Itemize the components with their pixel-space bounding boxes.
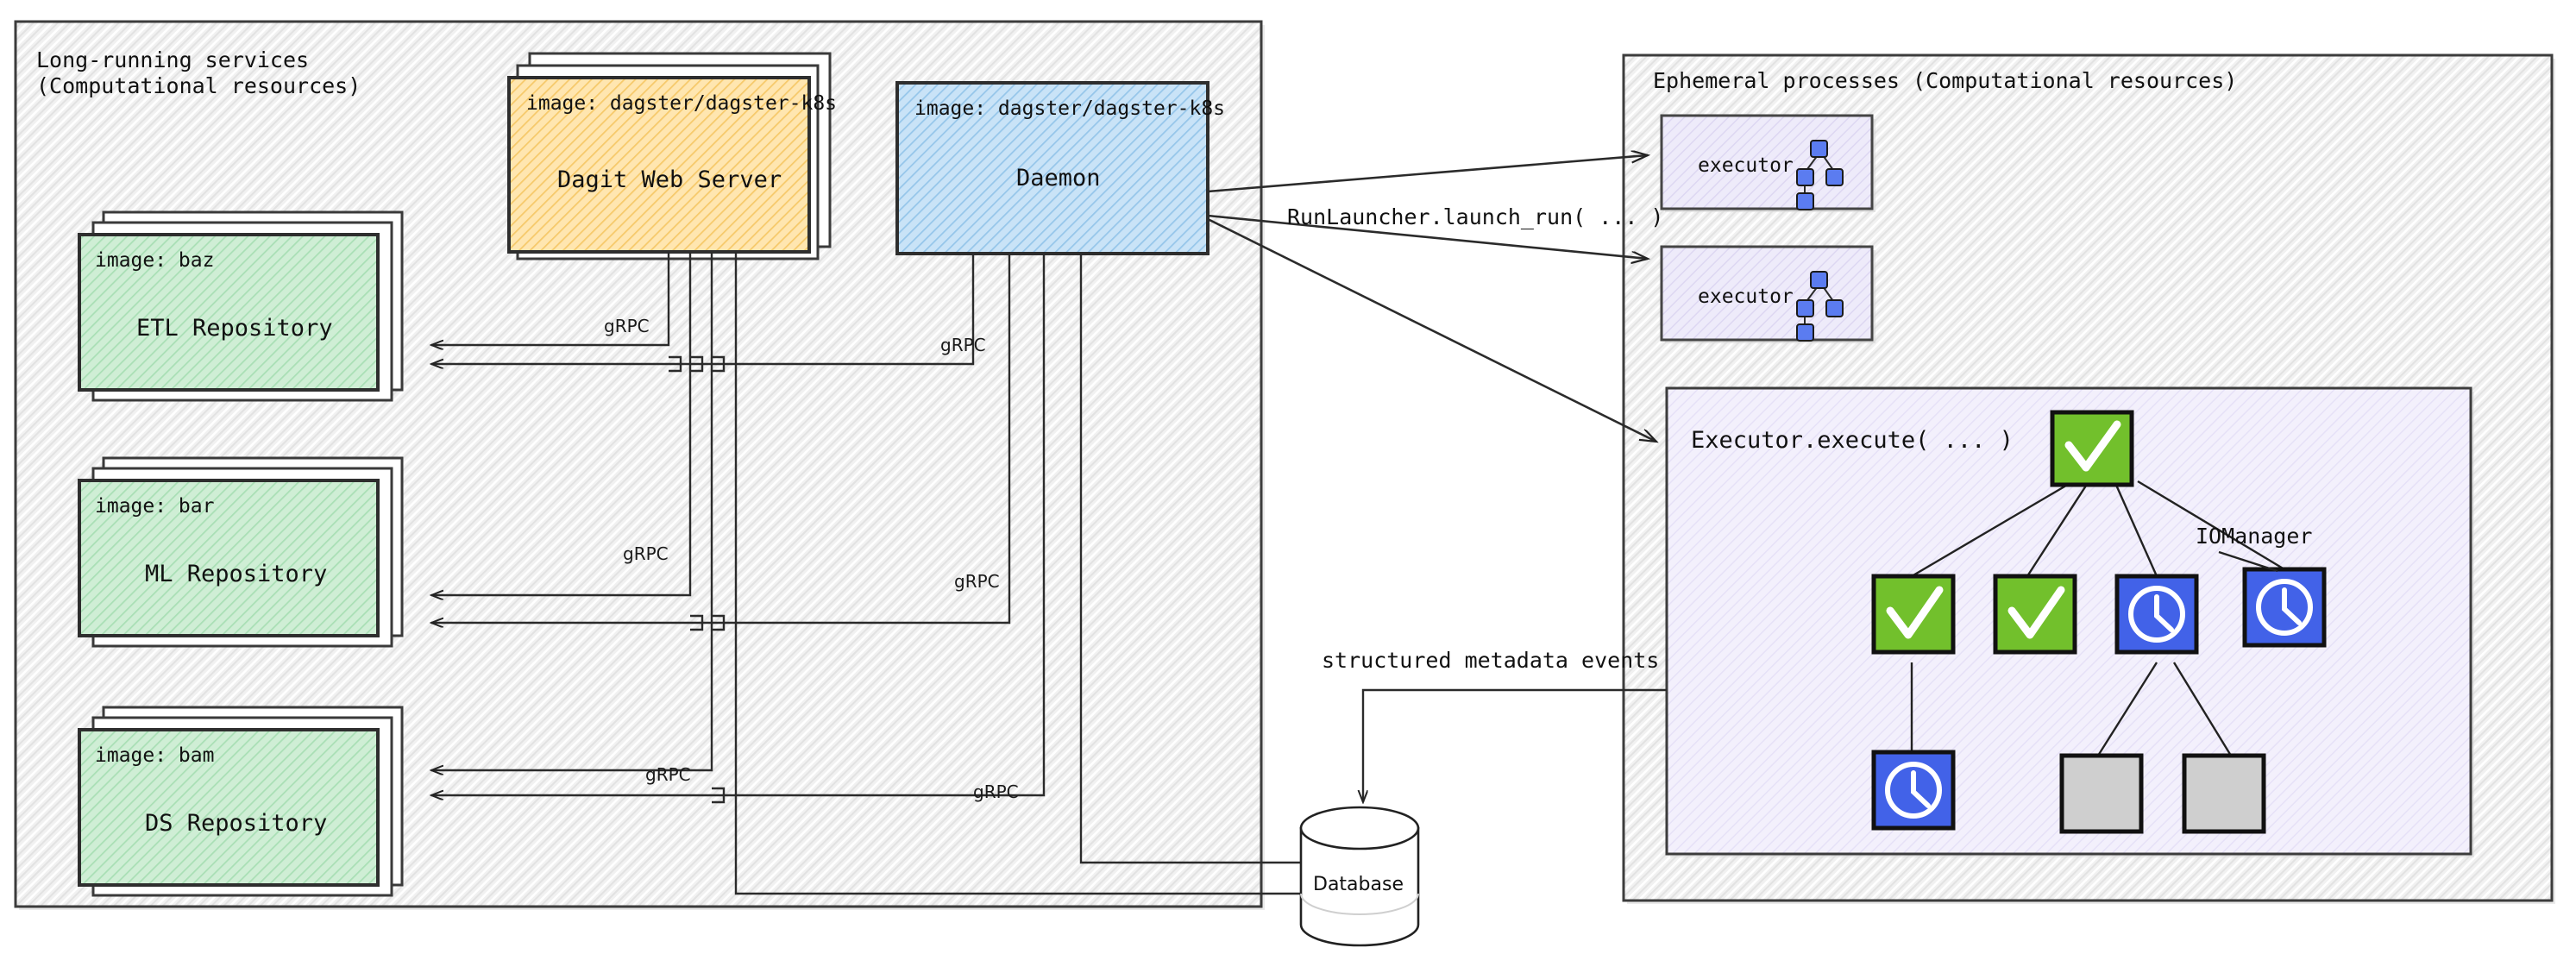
executor-box-1[interactable] (1660, 114, 1875, 212)
grpc-label-4: gRPC (954, 571, 1000, 592)
run-launcher-edge-label: RunLauncher.launch_run( ... ) (1287, 204, 1664, 229)
executor-box-2[interactable] (1660, 245, 1875, 343)
check-icon (1886, 586, 1944, 639)
run-launcher-edges (1207, 155, 1656, 442)
database-label: Database (1313, 874, 1404, 895)
dag-node-c[interactable] (2114, 574, 2199, 655)
panel-ephemeral-label: Ephemeral processes (Computational resou… (1653, 68, 2238, 93)
grpc-label-3: gRPC (623, 543, 669, 564)
service-to-database-edges (734, 252, 1320, 894)
executor-execute-label: Executor.execute( ... ) (1691, 427, 2014, 454)
ml-image-label: image: bar (95, 495, 215, 518)
executor-2-label: executor (1698, 286, 1794, 308)
check-icon (2007, 586, 2065, 639)
executor-1-label: executor (1698, 154, 1794, 177)
metadata-events-edge (1363, 688, 1667, 802)
dag-node-f[interactable] (2059, 753, 2144, 834)
node-graph-icon (1796, 140, 1844, 210)
grpc-connectors (431, 252, 1046, 804)
dag-node-g[interactable] (2182, 753, 2266, 834)
repository-etl[interactable] (78, 210, 404, 402)
service-daemon[interactable] (895, 81, 1209, 255)
dag-node-root[interactable] (2050, 410, 2134, 487)
panel-long-running-label-line2: (Computational resources) (36, 73, 361, 98)
dag-node-d[interactable] (2242, 567, 2327, 648)
repository-ml[interactable] (78, 456, 404, 648)
dag-node-a[interactable] (1871, 574, 1956, 655)
ds-image-label: image: bam (95, 744, 215, 767)
daemon-image-label: image: dagster/dagster-k8s (914, 97, 1226, 120)
etl-title: ETL Repository (136, 315, 333, 342)
metadata-events-edge-label: structured metadata events (1322, 648, 1660, 673)
grpc-label-5: gRPC (645, 764, 691, 785)
database-cylinder[interactable] (1299, 806, 1420, 947)
grpc-label-1: gRPC (604, 316, 650, 336)
dag-edges (1910, 480, 2285, 756)
iomanager-label: IOManager (2196, 524, 2313, 549)
grpc-label-6: gRPC (973, 781, 1019, 802)
ml-title: ML Repository (145, 561, 328, 587)
dagit-image-label: image: dagster/dagster-k8s (526, 92, 838, 115)
dag-node-e[interactable] (1871, 750, 1956, 831)
daemon-title: Daemon (1016, 165, 1101, 191)
dagit-title: Dagit Web Server (557, 166, 782, 193)
grpc-label-2: gRPC (940, 335, 986, 355)
repository-ds[interactable] (78, 706, 404, 897)
etl-image-label: image: baz (95, 249, 215, 272)
clock-icon (1885, 762, 1942, 819)
check-icon (2064, 420, 2121, 472)
dag-node-b[interactable] (1993, 574, 2077, 655)
node-graph-icon (1796, 271, 1844, 342)
ds-title: DS Repository (145, 810, 328, 837)
iomanager-leader (2218, 550, 2278, 573)
clock-icon (2256, 579, 2313, 636)
service-dagit-web-server[interactable] (507, 52, 832, 260)
panel-long-running-label-line1: Long-running services (36, 47, 310, 72)
clock-icon (2128, 586, 2185, 643)
